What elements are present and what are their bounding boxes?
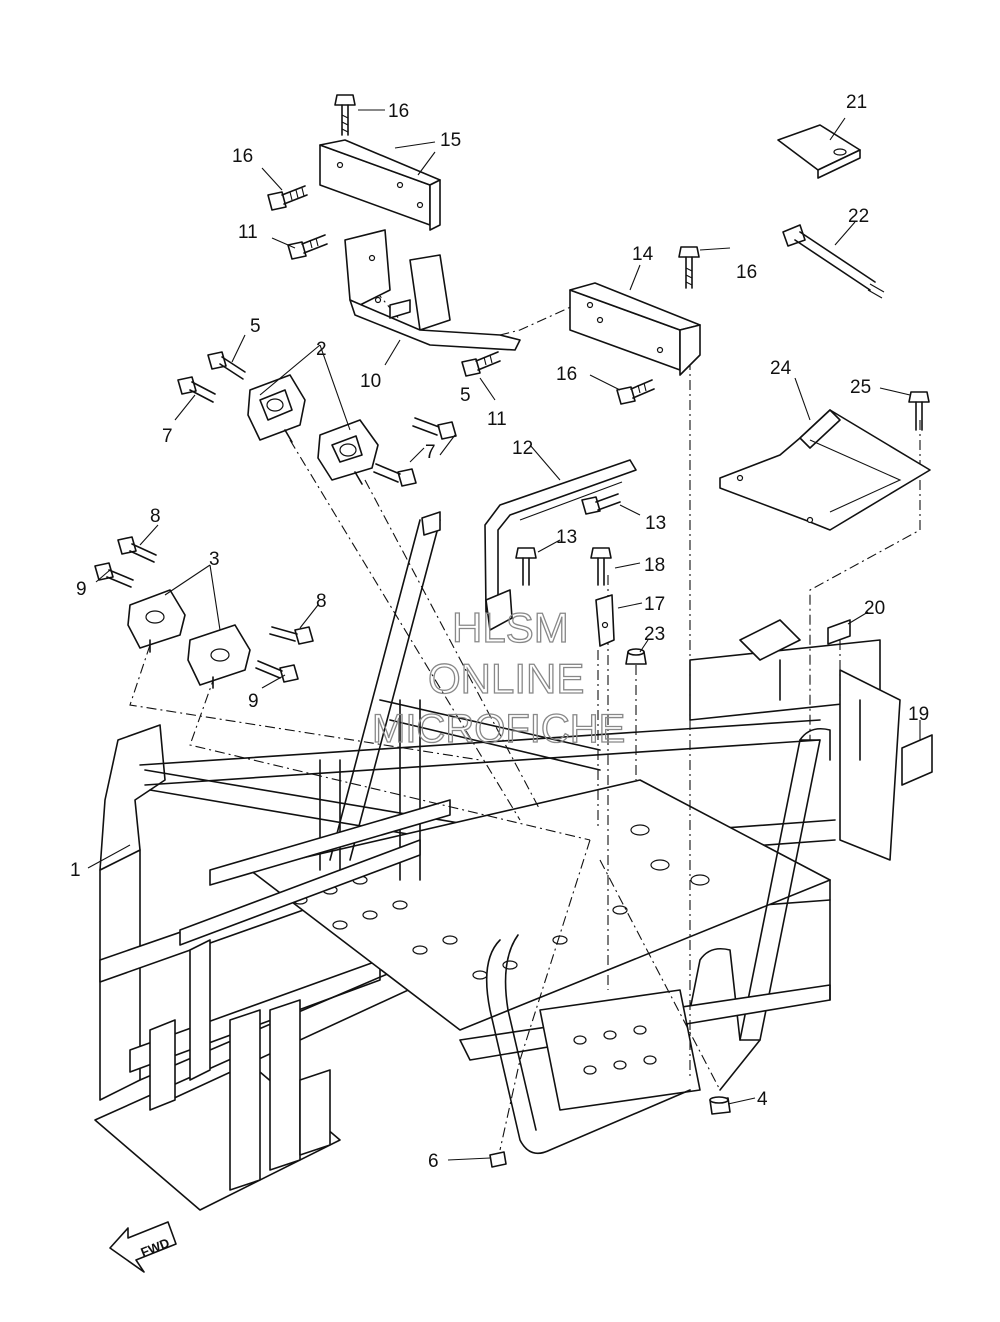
callout-7-lower: 7 <box>425 442 436 463</box>
callout-10: 10 <box>360 371 381 392</box>
bolt-16-left <box>267 185 308 211</box>
bolt-13-left <box>515 547 537 586</box>
fwd-arrow-icon <box>109 1221 177 1273</box>
fwd-arrow: FWD <box>109 1221 177 1273</box>
clip-6 <box>489 1151 507 1168</box>
callout-15: 15 <box>440 130 461 151</box>
bolt-11-upper <box>287 234 328 260</box>
callout-8-lower: 8 <box>316 591 327 612</box>
callout-16-right-top: 16 <box>736 262 757 283</box>
callout-13-right: 13 <box>645 513 666 534</box>
callout-22: 22 <box>848 206 869 227</box>
pin-22 <box>782 224 885 299</box>
callout-5-lower: 5 <box>460 385 471 406</box>
bolt-7-lower <box>373 463 417 487</box>
callout-20: 20 <box>864 598 885 619</box>
callout-5-upper: 5 <box>250 316 261 337</box>
callout-9-lower: 9 <box>248 691 259 712</box>
callout-11-lower: 11 <box>487 409 507 430</box>
bolt-9-upper <box>94 562 134 588</box>
callout-17: 17 <box>644 594 665 615</box>
watermark-line-2: ONLINE <box>428 655 584 702</box>
callouts: 16 15 16 11 14 16 5 2 16 10 5 11 7 7 12 … <box>70 92 929 1172</box>
cap-23 <box>625 648 647 665</box>
pad-21 <box>777 124 861 179</box>
step-holes <box>573 1025 657 1075</box>
callout-4: 4 <box>757 1089 768 1110</box>
callout-16-right-bottom: 16 <box>556 364 577 385</box>
callout-1: 1 <box>70 860 81 881</box>
callout-13-left: 13 <box>556 527 577 548</box>
bolt-16-right-bottom <box>616 379 655 405</box>
leader-lines <box>87 109 921 1161</box>
callout-14: 14 <box>632 244 654 265</box>
bolt-25 <box>908 391 930 431</box>
cover-24 <box>719 409 931 531</box>
label-20 <box>827 619 851 645</box>
bracket-14 <box>569 282 701 376</box>
callout-11-upper: 11 <box>238 222 258 243</box>
callout-2: 2 <box>316 339 327 360</box>
callout-8-upper: 8 <box>150 506 161 527</box>
clip-17 <box>595 594 615 647</box>
engine-mount-3a <box>127 589 186 653</box>
bolt-5-upper <box>207 351 246 380</box>
callout-3: 3 <box>209 549 220 570</box>
bolt-7-upper <box>177 376 216 403</box>
bolt-8-lower <box>269 626 314 645</box>
bolt-5-lower <box>412 417 457 440</box>
callout-25: 25 <box>850 377 871 398</box>
bolt-13-right <box>581 493 621 515</box>
bar-12 <box>484 459 637 631</box>
watermark-line-1: HLSM <box>452 604 569 651</box>
bolt-16-right-top <box>678 246 700 289</box>
callout-16-top: 16 <box>388 101 409 122</box>
bracket-15 <box>319 139 441 231</box>
callout-6: 6 <box>428 1151 439 1172</box>
bolt-16-top <box>334 94 356 136</box>
bolt-18 <box>590 547 612 586</box>
bolt-8-upper <box>117 536 157 563</box>
callout-23: 23 <box>644 624 665 645</box>
callout-19: 19 <box>908 704 929 725</box>
callout-12: 12 <box>512 438 533 459</box>
callout-18: 18 <box>644 555 665 576</box>
bolt-11-lower <box>461 351 501 377</box>
callout-9-upper: 9 <box>76 579 87 600</box>
engine-mount-2a <box>247 374 306 443</box>
callout-21: 21 <box>846 92 867 113</box>
assembly-lines <box>129 289 921 1151</box>
engine-mount-3b <box>187 624 251 689</box>
nut-4 <box>709 1096 731 1115</box>
callout-7-upper: 7 <box>162 426 173 447</box>
main-frame <box>94 511 901 1211</box>
bracket-10 <box>344 229 521 351</box>
callout-24: 24 <box>770 358 792 379</box>
callout-16-left: 16 <box>232 146 253 167</box>
bolt-9-lower <box>255 660 299 683</box>
watermark-line-3: MICROFICHE <box>372 707 625 751</box>
watermark: HLSM ONLINE MICROFICHE <box>371 603 626 751</box>
label-19 <box>901 734 933 786</box>
engine-mount-2b <box>317 419 379 485</box>
